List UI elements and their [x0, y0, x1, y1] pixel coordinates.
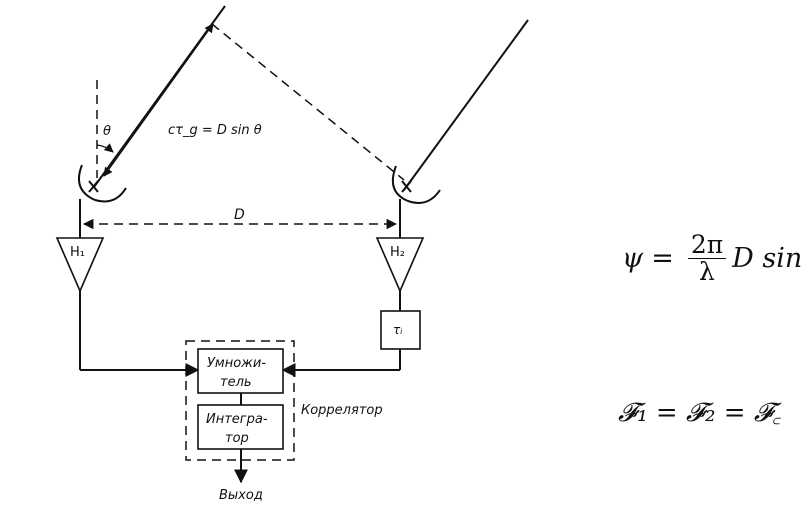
theta-arc	[96, 143, 114, 153]
path-difference-arrow	[103, 23, 214, 177]
phase-denominator: λ	[699, 257, 715, 287]
incoming-ray-1	[93, 5, 226, 188]
integrator-line-1: Интегра-	[206, 412, 268, 427]
phase-numerator: 2π	[687, 231, 727, 260]
phase-equation: ψ = 2π λ D sin φ	[622, 231, 802, 287]
delay-box	[380, 310, 421, 370]
correlator-box	[185, 340, 295, 461]
delay-label: τᵢ	[393, 323, 402, 337]
antenna-2	[392, 165, 441, 238]
multiplier-line-2: тель	[220, 375, 252, 390]
correlator-label: Коррелятор	[301, 403, 383, 418]
amplifier-1-label: H₁	[70, 245, 85, 260]
amplifier-2	[375, 237, 425, 311]
antenna-1	[78, 164, 127, 238]
phase-rhs: D sin φ	[732, 243, 802, 275]
amplifier-1	[55, 237, 105, 370]
wavefront-line	[211, 23, 405, 181]
amplifier-2-label: H₂	[390, 245, 405, 260]
phase-fraction: 2π λ	[687, 231, 727, 287]
theta-label: θ	[103, 124, 111, 139]
path-difference-label: cτ_g = D sin θ	[168, 123, 262, 138]
phase-equals: =	[651, 243, 674, 275]
integrator-box	[197, 404, 284, 450]
flux-equation: 𝓕₁ = 𝓕₂ = 𝓕꜀	[618, 398, 782, 428]
incoming-ray-2	[403, 19, 529, 191]
multiplier-box	[197, 348, 284, 394]
output-label: Выход	[219, 488, 263, 503]
baseline-label: D	[234, 207, 245, 223]
phase-lhs: ψ	[622, 243, 644, 275]
integrator-line-2: тор	[225, 431, 249, 446]
multiplier-line-1: Умножи-	[207, 356, 266, 371]
